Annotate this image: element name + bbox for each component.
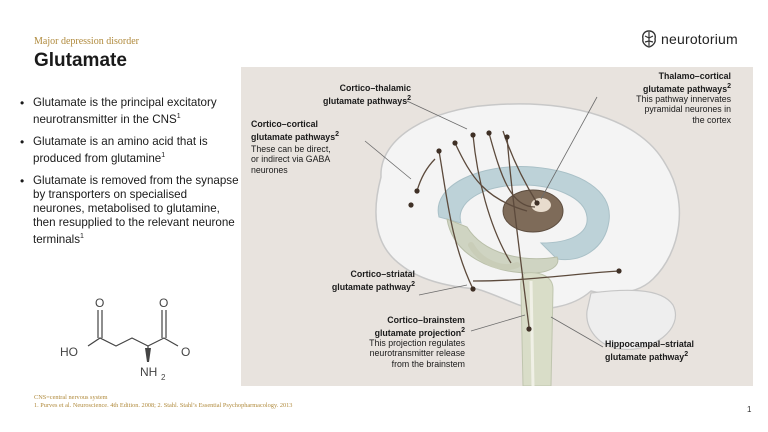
footnote: CNS=central nervous system 1. Purves et … [34,394,292,410]
label-cortico-thalamic: Cortico–thalamic glutamate pathways2 [301,83,411,106]
brainstem-core [531,281,533,386]
amine-label: NH [140,365,157,379]
glutamate-structure: O O HO O NH 2 [50,290,230,390]
brainstem-shape [521,273,553,386]
label-thalamo-cortical: Thalamo–cortical glutamate pathways2 Thi… [611,71,731,125]
amine-subscript: 2 [161,373,166,382]
brain-logo-icon [641,30,657,48]
hydroxyl-label: HO [60,345,78,359]
logo-text: neurotorium [661,31,738,47]
bullet-item: Glutamate is an amino acid that is produ… [18,135,240,166]
page-title: Glutamate [34,50,127,72]
bullet-list: Glutamate is the principal excitatory ne… [18,96,240,255]
label-cortico-cortical: Cortico–cortical glutamate pathways2 The… [251,119,371,175]
bullet-item: Glutamate is the principal excitatory ne… [18,96,240,127]
page-number: 1 [747,405,751,414]
oxygen-top-left: O [95,296,104,310]
neurotorium-logo[interactable]: neurotorium [641,30,738,48]
bullet-item: Glutamate is removed from the synapse by… [18,174,240,247]
section-kicker: Major depression disorder [34,36,139,47]
thalamus-highlight [531,198,551,212]
brain-diagram-panel: Cortico–thalamic glutamate pathways2 Cor… [241,67,753,386]
label-cortico-striatal: Cortico–striatal glutamate pathway2 [295,269,415,292]
label-cortico-brainstem: Cortico–brainstem glutamate projection2 … [337,315,465,369]
oxygen-right: O [181,345,190,359]
label-hippocampal-striatal: Hippocampal–striatal glutamate pathway2 [605,339,745,362]
oxygen-top-right: O [159,296,168,310]
